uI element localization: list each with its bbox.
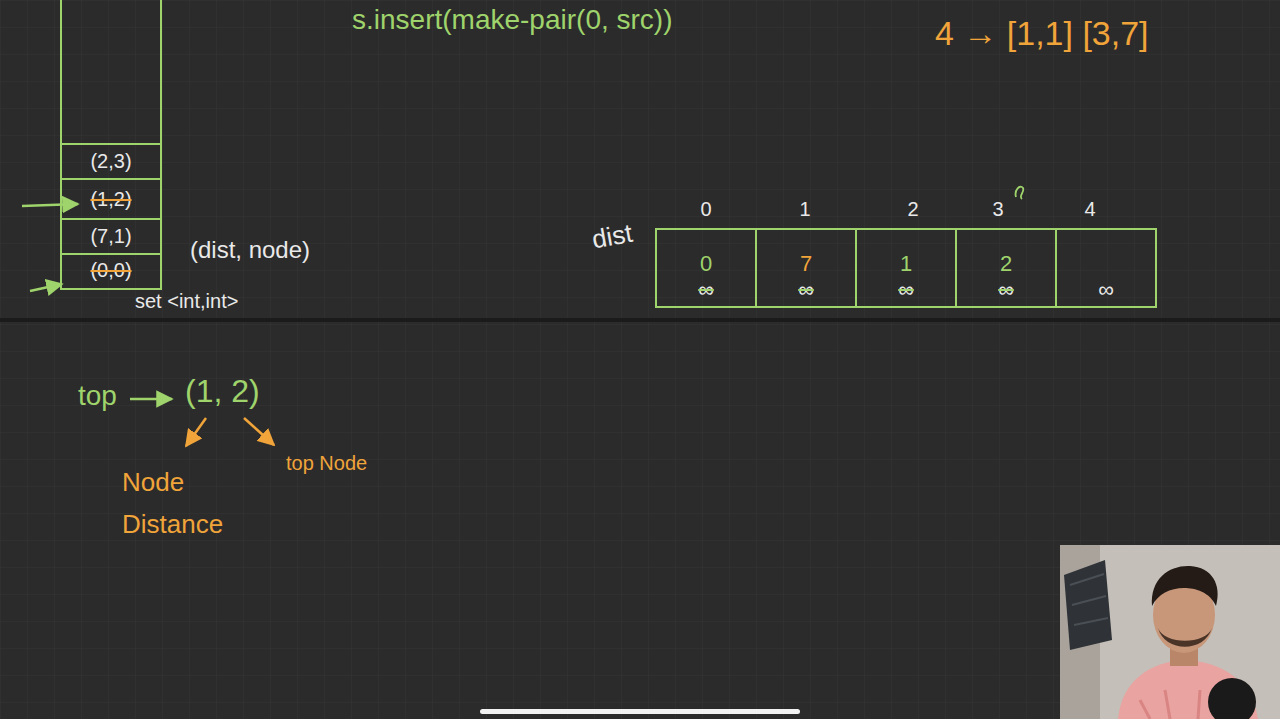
dist-value: 0 [700, 251, 712, 276]
pair-entry: (7,1) [90, 225, 131, 248]
pointer-arrow [22, 204, 78, 206]
pair-value: (1, 2) [185, 373, 260, 410]
array-index: 3 [992, 198, 1003, 221]
set-type-label: set <int,int> [135, 290, 238, 313]
home-indicator [480, 709, 800, 714]
pointer-arrow [186, 418, 206, 446]
pointer-arrow [244, 418, 274, 445]
webcam-inset [1060, 545, 1280, 719]
pair-entry: (0,0) [90, 259, 131, 282]
array-index: 1 [799, 198, 810, 221]
dist-value: 1 [900, 251, 912, 276]
set-entry: (0,0) [62, 253, 160, 286]
dist-cell: 1∞ [855, 228, 957, 308]
pair-entry: (1,2) [90, 188, 131, 211]
infinity-value: ∞ [798, 277, 814, 302]
page-separator [0, 318, 1280, 322]
array-index: 4 [1084, 198, 1095, 221]
infinity-value: ∞ [998, 277, 1014, 302]
set-entry: (7,1) [62, 218, 160, 253]
dist-cell: 0∞ [655, 228, 757, 308]
infinity-value: ∞ [1098, 277, 1114, 302]
dist-cell: 7∞ [755, 228, 857, 308]
pair-format-note: (dist, node) [190, 236, 310, 264]
infinity-value: ∞ [698, 277, 714, 302]
dist-value: 2 [1000, 251, 1012, 276]
dist-cell: 2∞ [955, 228, 1057, 308]
pair-entry: (2,3) [90, 150, 131, 173]
annotation: Node Distance [122, 462, 252, 545]
set-entry: (1,2) [62, 178, 160, 218]
arrow-symbol [130, 398, 172, 401]
pointer-arrow [30, 284, 62, 291]
infinity-value: ∞ [898, 277, 914, 302]
set-container: set <int,int>(2,3)(1,2)(7,1)(0,0) [60, 0, 162, 290]
dist-value: 7 [800, 251, 812, 276]
top-label: top [78, 380, 117, 412]
array-index: 0 [700, 198, 711, 221]
set-entry: (2,3) [62, 143, 160, 178]
tick-mark [1016, 187, 1024, 199]
dist-cell: ∞ [1055, 228, 1157, 308]
adjacency-note: 4 → [1,1] [3,7] [935, 14, 1149, 53]
code-line: s.insert(make-pair(0, src)) [352, 4, 672, 36]
annotation: top Node [286, 452, 367, 475]
array-index: 2 [907, 198, 918, 221]
